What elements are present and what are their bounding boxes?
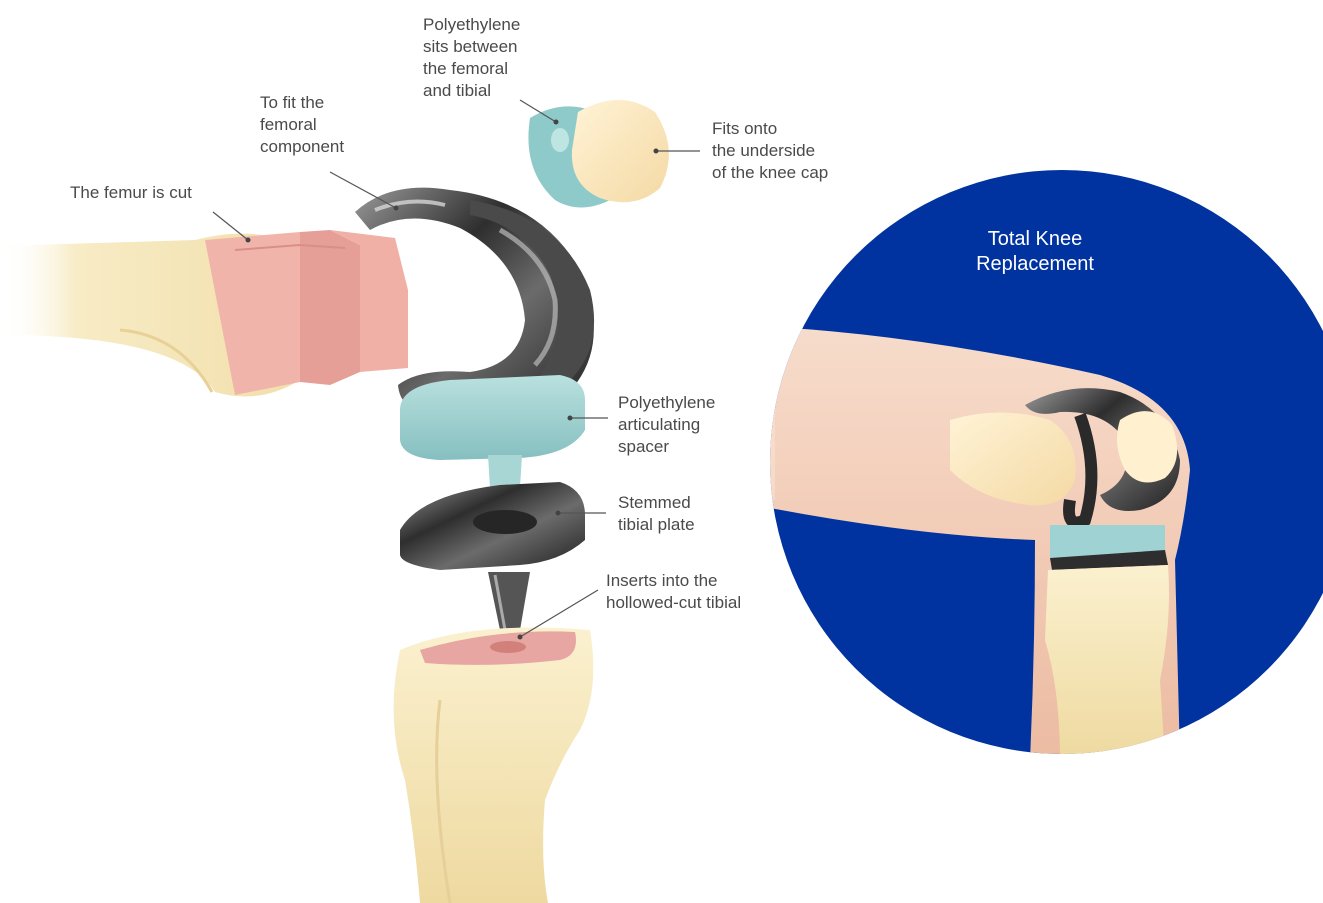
tibia [394,628,594,903]
femur-cut-surface [205,230,408,395]
label-fit-femoral: To fit the femoral component [260,92,344,158]
label-spacer: Polyethylene articulating spacer [618,392,715,458]
label-inserts: Inserts into the hollowed-cut tibial [606,570,741,614]
label-femur-cut: The femur is cut [70,182,192,204]
label-knee-cap: Fits onto the underside of the knee cap [712,118,828,184]
label-poly-between: Polyethylene sits between the femoral an… [423,14,520,102]
leader-femoral [330,172,396,208]
label-stemmed: Stemmed tibial plate [618,492,695,536]
inset-title: Total Knee Replacement [930,227,1140,277]
